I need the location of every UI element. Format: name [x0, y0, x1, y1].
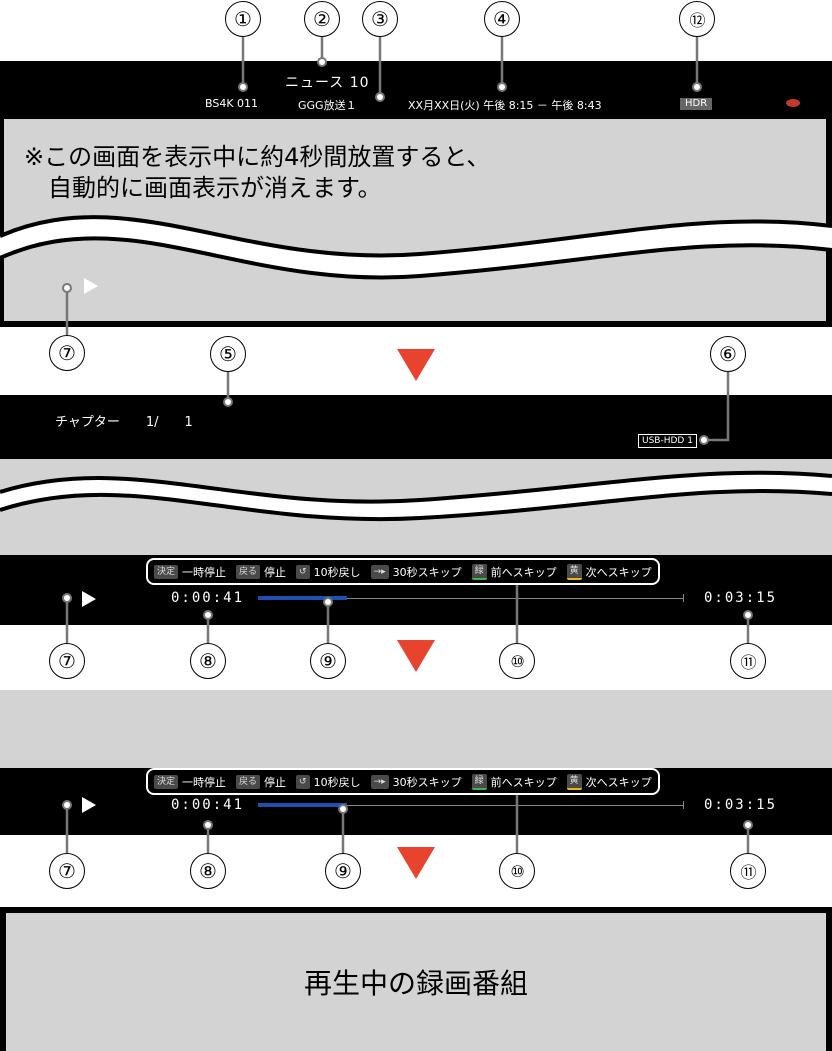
remote-key-icon: 戻る: [236, 774, 261, 789]
callout-7: ⑦: [49, 643, 85, 679]
remote-key-icon: →▸: [370, 564, 389, 579]
recording-device-badge: USB-HDD 1: [638, 434, 697, 448]
operation-item: 黄次へスキップ: [566, 563, 652, 580]
callout-1: ①: [225, 1, 261, 37]
play-icon: [82, 591, 96, 607]
remote-key-icon: ↺: [296, 564, 310, 579]
total-time: 0:03:15: [704, 590, 778, 606]
screen1-border-left: [0, 119, 4, 327]
callout-12: ⑫: [679, 1, 715, 37]
elapsed-time: 0:00:41: [171, 590, 245, 606]
screen2-info-bar: [0, 395, 832, 459]
remote-key-icon: →▸: [370, 774, 389, 789]
operation-item: →▸30秒スキップ: [370, 774, 462, 790]
operation-label: 前へスキップ: [490, 565, 557, 579]
operation-label: 10秒戻し: [313, 565, 361, 579]
transition-arrow: [397, 847, 435, 879]
operation-label: 30秒スキップ: [392, 775, 462, 789]
remote-key-icon: 緑: [471, 773, 487, 790]
operation-item: →▸30秒スキップ: [370, 564, 462, 580]
channel-number: BS4K 011: [205, 97, 259, 110]
chapter-indicator: チャプター 1/ 1: [55, 415, 193, 430]
remote-key-icon: 黄: [566, 563, 582, 580]
callout-7: ⑦: [49, 853, 85, 889]
broadcast-logo-icon: [786, 99, 800, 107]
operation-item: 決定一時停止: [154, 564, 226, 580]
transition-arrow: [397, 640, 435, 672]
callout-3: ③: [362, 1, 398, 37]
operation-label: 次へスキップ: [585, 565, 652, 579]
remote-key-icon: 戻る: [236, 564, 261, 579]
operation-label: 次へスキップ: [585, 775, 652, 789]
total-time: 0:03:15: [704, 797, 778, 813]
transition-arrow: [397, 349, 435, 381]
operation-item: ↺10秒戻し: [296, 774, 361, 790]
hdr-badge: HDR: [680, 98, 713, 110]
callout-8: ⑧: [190, 643, 226, 679]
operation-label: 停止: [264, 565, 287, 579]
screen1-border-bottom: [0, 321, 832, 327]
notice-text-line1: ※この画面を表示中に約4秒間放置すると、: [24, 143, 491, 171]
callout-9: ⑨: [310, 643, 346, 679]
screen2-body: [0, 459, 832, 555]
progress-end-tick: [683, 801, 684, 809]
progress-track: [258, 805, 684, 806]
remote-key-icon: 決定: [154, 564, 179, 579]
callout-5: ⑤: [210, 336, 246, 372]
operation-item: 決定一時停止: [154, 774, 226, 790]
callout-11: ⑪: [730, 643, 766, 679]
operation-label: 一時停止: [182, 565, 227, 579]
operation-guide-bar: 決定一時停止戻る停止 ↺10秒戻し →▸30秒スキップ緑前へスキップ黄次へスキップ: [146, 558, 660, 585]
callout-11: ⑪: [730, 853, 766, 889]
callout-2: ②: [304, 1, 340, 37]
operation-label: 前へスキップ: [490, 775, 557, 789]
callout-7: ⑦: [49, 335, 85, 371]
callout-10: ⑩: [499, 853, 535, 889]
operation-label: 停止: [264, 775, 287, 789]
broadcaster-name: GGG放送１: [298, 99, 357, 112]
progress-track: [258, 598, 684, 599]
remote-key-icon: ↺: [296, 774, 310, 789]
callout-6: ⑥: [710, 336, 746, 372]
operation-label: 一時停止: [182, 775, 227, 789]
elapsed-time: 0:00:41: [171, 797, 245, 813]
progress-fill: [258, 803, 347, 807]
play-icon: [84, 278, 98, 294]
operation-item: ↺10秒戻し: [296, 564, 361, 580]
remote-key-icon: 緑: [471, 563, 487, 580]
callout-4: ④: [484, 1, 520, 37]
operation-item: 黄次へスキップ: [566, 773, 652, 790]
operation-guide-bar: 決定一時停止戻る停止 ↺10秒戻し →▸30秒スキップ緑前へスキップ黄次へスキップ: [146, 768, 660, 795]
broadcast-datetime: XX月XX日(火) 午後 8:15 － 午後 8:43: [408, 99, 602, 112]
screen3-body: [0, 690, 832, 768]
operation-label: 10秒戻し: [313, 775, 361, 789]
progress-fill: [258, 596, 347, 600]
final-screen-caption: 再生中の録画番組: [303, 967, 528, 1000]
operation-item: 戻る停止: [236, 564, 286, 580]
operation-label: 30秒スキップ: [392, 565, 462, 579]
callout-8: ⑧: [190, 853, 226, 889]
callout-10: ⑩: [499, 643, 535, 679]
progress-end-tick: [683, 594, 684, 602]
operation-item: 戻る停止: [236, 774, 286, 790]
final-screen-body: 再生中の録画番組: [6, 913, 826, 1051]
remote-key-icon: 決定: [154, 774, 179, 789]
notice-text-line2: 自動的に画面表示が消えます。: [48, 174, 382, 202]
operation-item: 緑前へスキップ: [471, 773, 557, 790]
program-title: ニュース 10: [285, 75, 370, 91]
play-icon: [82, 797, 96, 813]
operation-item: 緑前へスキップ: [471, 563, 557, 580]
remote-key-icon: 黄: [566, 773, 582, 790]
callout-9: ⑨: [325, 853, 361, 889]
screen1-border-right: [826, 119, 832, 327]
